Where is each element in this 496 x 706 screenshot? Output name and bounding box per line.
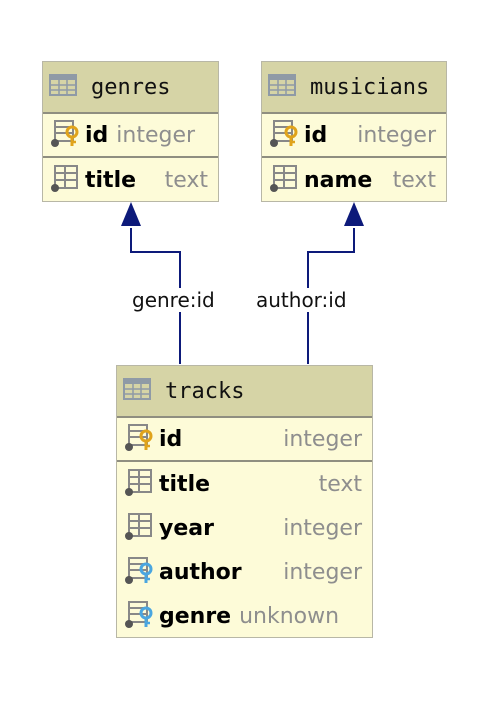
primary-key-column-icon <box>270 118 300 152</box>
column-row[interactable]: title text <box>43 158 218 202</box>
genres-table-header: genres <box>43 62 218 114</box>
column-row[interactable]: genre unknown <box>117 594 372 638</box>
column-name: author <box>159 559 242 585</box>
primary-key-column-icon <box>125 422 155 456</box>
column-name: id <box>85 122 109 148</box>
table-icon <box>123 378 151 404</box>
foreign-key-column-icon <box>125 599 155 633</box>
table-icon <box>268 74 296 100</box>
column-row[interactable]: name text <box>262 158 446 202</box>
column-type: integer <box>283 515 362 541</box>
column-type: unknown <box>239 603 340 629</box>
column-icon <box>270 163 300 197</box>
column-icon <box>125 467 155 501</box>
foreign-key-column-icon <box>125 555 155 589</box>
column-name: id <box>304 122 328 148</box>
tracks-table-header: tracks <box>117 366 372 418</box>
column-type: integer <box>116 122 196 148</box>
column-row[interactable]: year integer <box>117 506 372 550</box>
column-icon <box>51 163 81 197</box>
genre-arrowhead <box>121 202 141 226</box>
column-row[interactable]: id integer <box>117 418 372 462</box>
tracks-table[interactable]: tracks id integer title text year intege… <box>116 365 373 638</box>
column-type: text <box>164 167 208 193</box>
table-icon <box>49 74 77 100</box>
genre-relation-label: genre:id <box>130 288 217 312</box>
column-type: text <box>318 471 362 497</box>
column-name: genre <box>159 603 232 629</box>
musicians-table[interactable]: musicians id integer name text <box>261 61 447 202</box>
column-type: text <box>392 167 436 193</box>
column-row[interactable]: id integer <box>262 114 446 158</box>
column-row[interactable]: id integer <box>43 114 218 158</box>
column-name: id <box>159 426 183 452</box>
table-name: musicians <box>310 74 430 100</box>
genres-table[interactable]: genres id integer title text <box>42 61 219 202</box>
table-name: genres <box>91 74 171 100</box>
column-row[interactable]: title text <box>117 462 372 506</box>
primary-key-column-icon <box>51 118 81 152</box>
column-name: title <box>85 167 137 193</box>
table-name: tracks <box>165 378 245 404</box>
column-name: year <box>159 515 214 541</box>
author-arrowhead <box>344 202 364 226</box>
column-row[interactable]: author integer <box>117 550 372 594</box>
column-type: integer <box>283 559 362 585</box>
genre-relation-line <box>121 202 181 364</box>
author-relation-label: author:id <box>254 288 349 312</box>
musicians-table-header: musicians <box>262 62 446 114</box>
column-icon <box>125 511 155 545</box>
author-relation-line <box>307 202 364 364</box>
column-type: integer <box>357 122 436 148</box>
column-name: title <box>159 471 211 497</box>
column-type: integer <box>283 426 362 452</box>
column-name: name <box>304 167 373 193</box>
